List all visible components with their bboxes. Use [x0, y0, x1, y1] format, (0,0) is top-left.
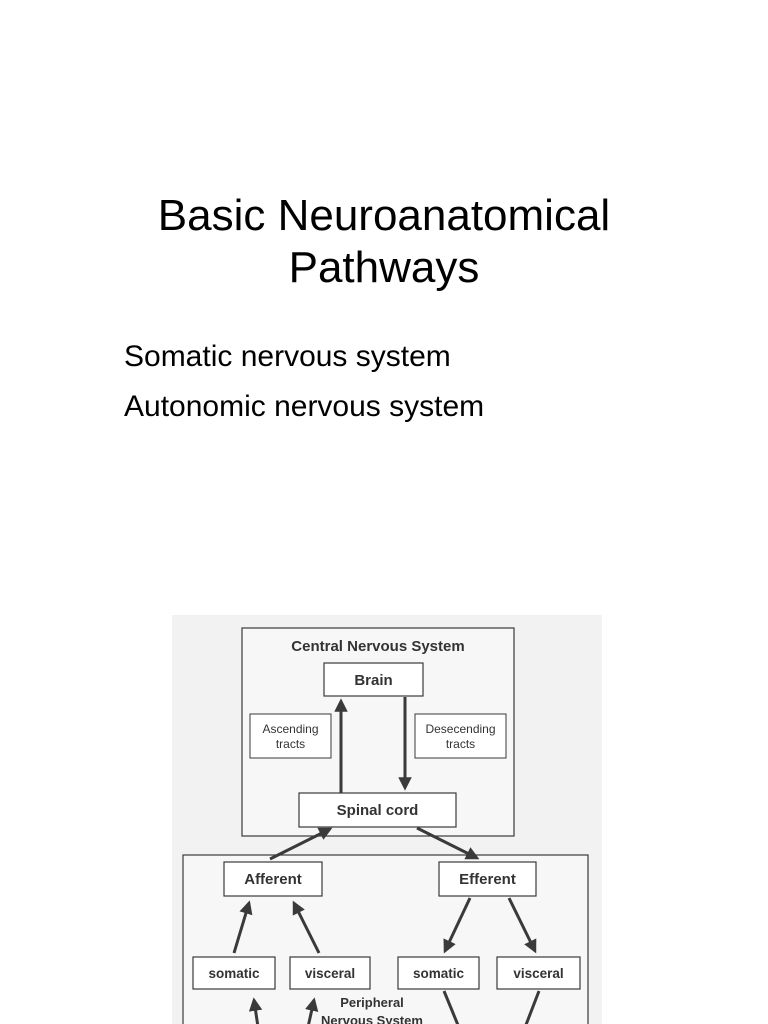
afferent-label: Afferent — [244, 871, 302, 888]
slide-title-line-1: Basic Neuroanatomical — [157, 191, 611, 240]
topic-item-autonomic: Autonomic nervous system — [124, 390, 485, 423]
slide-title: Basic Neuroanatomical Pathways — [0, 190, 768, 294]
brain-label: Brain — [354, 672, 392, 689]
arrow-efferent-to-somatic — [443, 897, 472, 954]
efferent-somatic-box — [397, 956, 480, 990]
efferent-label: Efferent — [459, 871, 516, 888]
arrow-afferent-visceral-input — [305, 997, 319, 1024]
afferent-visceral-box — [289, 956, 371, 990]
arrow-afferent-somatic-up — [232, 900, 253, 954]
afferent-visceral-label: visceral — [305, 966, 355, 981]
pns-label-line-1: Peripheral — [340, 995, 404, 1010]
arrow-afferent-visceral-up — [292, 900, 321, 954]
spinal-cord-box — [298, 792, 457, 828]
cns-label: Central Nervous System — [291, 638, 464, 655]
ascending-tracts-label-line-2: tracts — [276, 737, 305, 751]
pns-label-line-2: Nervous System — [321, 1013, 423, 1024]
brain-box — [323, 662, 424, 697]
afferent-somatic-box — [192, 956, 276, 990]
topic-list: Somatic nervous system Autonomic nervous… — [124, 332, 484, 432]
efferent-visceral-box — [496, 956, 581, 990]
descending-tracts-box — [414, 713, 507, 759]
afferent-box — [223, 861, 323, 897]
descending-tracts-label-line-1: Desecending — [425, 722, 495, 736]
arrow-efferent-to-visceral — [507, 897, 537, 954]
ascending-tracts-box — [249, 713, 332, 759]
efferent-visceral-label: visceral — [513, 966, 563, 981]
efferent-box — [438, 861, 537, 897]
arrow-afferent-to-spinal — [269, 827, 333, 861]
diagram-svg: Central Nervous System Brain Ascending t… — [182, 627, 589, 1024]
ascending-tracts-label-line-1: Ascending — [262, 722, 318, 736]
descending-tracts-label-line-2: tracts — [446, 737, 475, 751]
spinal-cord-label: Spinal cord — [337, 802, 419, 819]
arrow-afferent-somatic-input — [248, 997, 263, 1024]
arrow-spinal-to-efferent — [416, 826, 480, 860]
topic-item-somatic: Somatic nervous system — [124, 340, 451, 373]
slide-title-line-2: Pathways — [288, 243, 480, 292]
afferent-somatic-label: somatic — [208, 966, 260, 981]
nervous-system-diagram: Central Nervous System Brain Ascending t… — [172, 615, 602, 1024]
efferent-somatic-label: somatic — [413, 966, 465, 981]
